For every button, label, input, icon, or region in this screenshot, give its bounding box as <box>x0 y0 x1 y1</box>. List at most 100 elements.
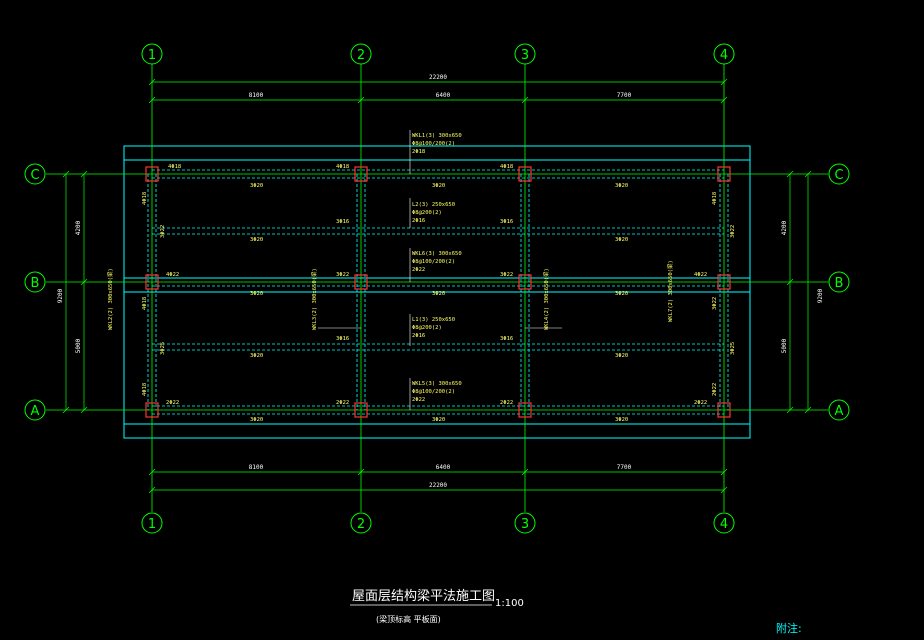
column-square <box>354 274 368 290</box>
beam-label-line: Φ8@200(2) <box>412 210 442 216</box>
leader-lines <box>318 130 562 410</box>
drawing-title: 屋面层结构梁平法施工图 <box>352 589 495 604</box>
axis-grid <box>46 64 828 512</box>
column-square <box>354 166 368 182</box>
rebar-marks: 4Φ18 4Φ18 4Φ18 3Φ20 3Φ20 3Φ20 3Φ16 3Φ16 … <box>142 164 736 423</box>
axis-label: 4 <box>720 517 728 532</box>
rebar-mark: 3Φ16 <box>500 219 513 225</box>
axis-label: 4 <box>720 48 728 63</box>
axis-bubble-top-1: 1 <box>141 43 163 65</box>
rebar-mark: 3Φ20 <box>432 183 445 189</box>
column-square <box>717 402 731 418</box>
axis-label: 2 <box>357 517 365 532</box>
rebar-mark: 3Φ25 <box>730 342 736 355</box>
axis-bubble-bottom-1: 1 <box>141 512 163 534</box>
rebar-mark: 2Φ22 <box>500 400 513 406</box>
axis-label: 2 <box>357 48 365 63</box>
axis-label: 1 <box>148 517 156 532</box>
rebar-mark: 4Φ18 <box>142 192 148 205</box>
rebar-mark: 4Φ18 <box>142 383 148 396</box>
rebar-mark: 3Φ20 <box>250 417 263 423</box>
rebar-mark: 3Φ20 <box>615 353 628 359</box>
rebar-mark: 3Φ20 <box>432 417 445 423</box>
rebar-mark: 3Φ20 <box>250 183 263 189</box>
rebar-mark: 3Φ22 <box>500 272 513 278</box>
beam-label-line: 2Φ18 <box>412 149 425 155</box>
rebar-mark: 2Φ22 <box>166 400 179 406</box>
axis-bubble-left-b: B <box>24 271 46 293</box>
column-square <box>145 402 159 418</box>
beam-label-l1: L1(3) 250x650 Φ8@200(2) 2Φ16 <box>412 317 455 339</box>
rebar-mark: 4Φ22 <box>694 272 707 278</box>
axis-bubble-bottom-4: 4 <box>713 512 735 534</box>
axis-label: B <box>31 276 40 291</box>
beam-label-line: 2Φ22 <box>412 397 425 403</box>
axis-label: 3 <box>521 517 529 532</box>
dim-right-total: 9200 <box>817 288 824 303</box>
rebar-mark: 4Φ18 <box>168 164 181 170</box>
axis-label: A <box>835 404 844 419</box>
beam-label-line: L1(3) 250x650 <box>412 317 455 323</box>
dim-bottom-total: 22200 <box>429 482 447 489</box>
axis-bubble-top-3: 3 <box>514 43 536 65</box>
beam-label-line: 2Φ22 <box>412 267 425 273</box>
drawing-scale: 1:100 <box>495 598 524 609</box>
rebar-mark: 2Φ22 <box>694 400 707 406</box>
axis-bubble-top-2: 2 <box>350 43 372 65</box>
beam-label-wkl4: WKL4(2) 300x650(梁) <box>542 268 550 330</box>
dimension-lines <box>62 78 812 494</box>
axis-bubble-bottom-2: 2 <box>350 512 372 534</box>
beam-label-wkl6: WKL6(3) 300x650 Φ8@100/200(2) 2Φ22 <box>412 251 462 273</box>
dim-left-span-2: 5000 <box>75 338 82 353</box>
drawing-subtitle: (梁顶标高 平板面) <box>376 614 441 624</box>
rebar-mark: 3Φ16 <box>500 336 513 342</box>
dim-top-total: 22200 <box>429 74 447 81</box>
dim-right-span-1: 4200 <box>781 220 788 235</box>
column-square <box>145 274 159 290</box>
rebar-mark: 3Φ20 <box>615 291 628 297</box>
dim-top-span-3: 7700 <box>617 92 632 99</box>
beam-label-line: 2Φ16 <box>412 218 425 224</box>
rebar-mark: 3Φ20 <box>250 353 263 359</box>
column-square <box>518 402 532 418</box>
rebar-mark: 3Φ22 <box>336 272 349 278</box>
rebar-mark: 4Φ22 <box>166 272 179 278</box>
beam-label-line: WKL6(3) 300x650 <box>412 251 462 257</box>
rebar-mark: 3Φ20 <box>615 237 628 243</box>
axis-bubble-right-c: C <box>828 163 850 185</box>
axis-label: 3 <box>521 48 529 63</box>
axis-bubble-left-a: A <box>24 399 46 421</box>
axis-bubble-bottom-3: 3 <box>514 512 536 534</box>
rebar-mark: 3Φ22 <box>730 225 736 238</box>
note-label: 附注: <box>776 621 802 635</box>
rebar-mark: 4Φ18 <box>336 164 349 170</box>
beam-label-wkl7: WKL7(2) 300x650(梁) <box>666 260 674 322</box>
axis-label: 1 <box>148 48 156 63</box>
beam-label-wkl3: WKL3(2) 300x650(梁) <box>310 268 318 330</box>
axis-label: B <box>835 276 844 291</box>
column-square <box>717 274 731 290</box>
rebar-mark: 3Φ25 <box>160 342 166 355</box>
axis-label: C <box>834 168 843 183</box>
beam-label-line: 2Φ16 <box>412 333 425 339</box>
beam-label-wkl5: WKL5(3) 300x650 Φ8@100/200(2) 2Φ22 <box>412 381 462 403</box>
column-square <box>717 166 731 182</box>
beam-label-line: Φ8@200(2) <box>412 325 442 331</box>
beam-lines <box>147 169 729 415</box>
rebar-mark: 4Φ18 <box>500 164 513 170</box>
beam-label-wkl2: WKL2(2) 300x650(梁) <box>106 268 114 330</box>
column-square <box>145 166 159 182</box>
beam-label-line: L2(3) 250x650 <box>412 202 455 208</box>
beam-label-line: Φ8@100/200(2) <box>412 389 455 395</box>
axis-bubble-right-b: B <box>828 271 850 293</box>
beam-label-l2: L2(3) 250x650 Φ8@200(2) 2Φ16 <box>412 202 455 224</box>
axis-bubble-left-c: C <box>24 163 46 185</box>
dim-left-total: 9200 <box>57 288 64 303</box>
rebar-mark: 3Φ20 <box>615 417 628 423</box>
columns <box>145 166 731 418</box>
dim-bottom-span-1: 8100 <box>249 464 264 471</box>
beam-label-line: Φ8@100/200(2) <box>412 259 455 265</box>
rebar-mark: 3Φ20 <box>250 291 263 297</box>
